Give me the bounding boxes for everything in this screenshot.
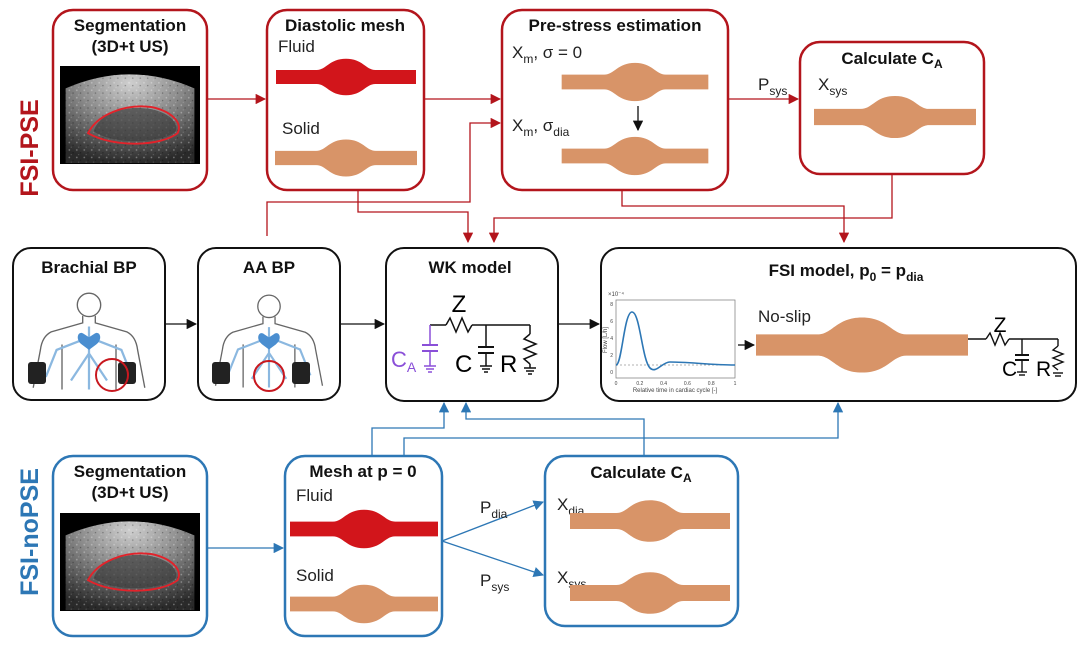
top-calculate-ca-box: Calculate CA Xsys (798, 40, 986, 176)
flow-curve (615, 311, 736, 371)
plot-y-tick: 4 (610, 336, 613, 342)
bottom-calc-title: Calculate CA (590, 463, 692, 485)
pse-state-1: Xm, σ = 0 (512, 43, 582, 66)
pre-stress-title: Pre-stress estimation (529, 16, 702, 35)
bottom-seg-title2: (3D+t US) (92, 483, 169, 502)
wk-c-label: C (455, 351, 472, 378)
bp-cuff-left (28, 362, 46, 384)
fsi-windkessel (968, 331, 1065, 377)
fluid-label: Fluid (278, 37, 315, 56)
bottom-solid-label: Solid (296, 566, 334, 585)
fsi-r-label: R (1036, 358, 1051, 381)
bottom-calculate-ca-box: Calculate CA Xdia Xsys (543, 454, 740, 628)
bottom-psys-label: Psys (480, 571, 509, 594)
top-segmentation-box: Segmentation (3D+t US) (51, 8, 209, 192)
solid-label: Solid (282, 119, 320, 138)
row-label-fsi-pse: FSI-PSE (16, 99, 44, 196)
ultrasound-image (60, 65, 200, 165)
bottom-seg-title1: Segmentation (74, 462, 186, 481)
plot-ylabel: Flow [L/h] (603, 327, 609, 353)
bottom-segmentation-box: Segmentation (3D+t US) (51, 454, 209, 638)
plot-x-tick: 0.8 (708, 381, 715, 387)
wk-title: WK model (428, 258, 511, 277)
top-psys-label: Psys (758, 75, 787, 98)
windkessel-circuit (430, 316, 538, 375)
bottom-pdia-label: Pdia (480, 498, 508, 521)
wk-z-label: Z (452, 291, 467, 318)
top-calc-title: Calculate CA (841, 49, 943, 71)
mesh-p0-box: Mesh at p = 0 Fluid Solid (283, 454, 444, 638)
bottom-connectors (207, 401, 844, 577)
ca-capacitor (422, 325, 438, 373)
flow-waveform-plot: 8 6 4 2 00 0.2 0.4 0.6 0.8 1 ×10⁻⁴ Flow [L/h] Rel… (603, 291, 737, 394)
no-slip-label: No-slip (758, 307, 811, 326)
mesh-p0-title: Mesh at p = 0 (309, 462, 416, 481)
aa-cuff-right (292, 362, 310, 384)
top-seg-title1: Segmentation (74, 16, 186, 35)
fsi-title: FSI model, p0 = pdia (769, 261, 924, 284)
fsi-model-box: FSI model, p0 = pdia 8 6 4 2 00 0.2 0.4 0.6 0.8 1… (600, 247, 1077, 402)
plot-x-tick: 0.4 (660, 381, 667, 387)
plot-x-tick: 0.2 (636, 381, 643, 387)
brachial-highlight (95, 358, 129, 392)
top-seg-title2: (3D+t US) (92, 37, 169, 56)
plot-y-tick: 2 (610, 353, 613, 359)
wk-r-label: R (500, 351, 517, 378)
brachial-bp-box: Brachial BP (12, 247, 166, 401)
plot-x-tick: 1 (734, 381, 737, 387)
ultrasound-image-bottom (60, 512, 200, 612)
plot-y-tick: 8 (610, 302, 613, 308)
brachial-bp-title: Brachial BP (41, 258, 136, 277)
bottom-fluid-label: Fluid (296, 486, 333, 505)
plot-x-tick: 0.6 (684, 381, 691, 387)
wk-model-box: WK model Z (385, 247, 559, 402)
top-calc-xsys: Xsys (818, 75, 847, 98)
diastolic-mesh-title: Diastolic mesh (285, 16, 405, 35)
plot-xlabel: Relative time in cardiac cycle [-] (633, 388, 718, 394)
fsi-z-label: Z (994, 314, 1007, 337)
aa-bp-box: AA BP (197, 247, 341, 401)
row-label-fsi-nopse: FSI-noPSE (16, 468, 44, 596)
top-connectors (207, 93, 893, 244)
pre-stress-box: Pre-stress estimation Xm, σ = 0 Xm, σdia (500, 8, 730, 192)
plot-y-tick: 6 (610, 319, 613, 325)
diastolic-mesh-box: Diastolic mesh Fluid Solid (265, 8, 426, 192)
plot-scale: ×10⁻⁴ (608, 291, 624, 298)
aa-highlight (253, 360, 285, 392)
fsi-c-label: C (1002, 358, 1017, 381)
aa-cuff-left (212, 362, 230, 384)
pse-state-2: Xm, σdia (512, 116, 570, 139)
plot-y-tick: 0 (610, 370, 613, 376)
aa-bp-title: AA BP (243, 258, 295, 277)
wk-ca-label: CA (391, 347, 417, 375)
plot-x-tick: 0 (615, 381, 618, 387)
